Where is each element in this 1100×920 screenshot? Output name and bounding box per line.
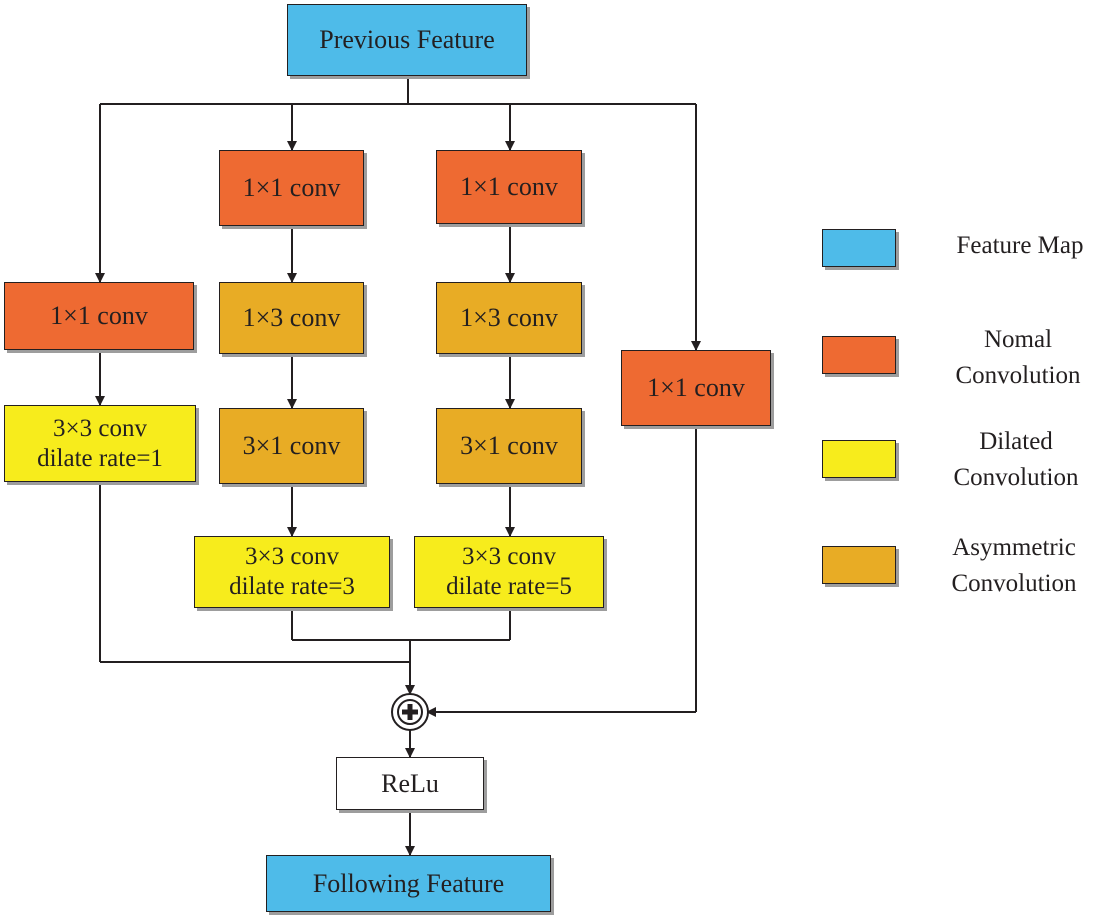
branch3-conv1x1-node: 1×1 conv <box>436 150 582 224</box>
branch2-conv1x1-label: 1×1 conv <box>242 173 341 203</box>
legend-label-normal: Nomal Convolution <box>928 322 1100 394</box>
legend-swatch-asymmetric <box>822 546 896 584</box>
legend-swatch-feature-map <box>822 229 896 267</box>
branch2-conv1x3-node: 1×3 conv <box>219 282 364 354</box>
branch3-dilated-node: 3×3 conv dilate rate=5 <box>414 536 604 608</box>
legend-swatch-dilated <box>822 440 896 478</box>
branch3-conv1x1-label: 1×1 conv <box>460 172 558 202</box>
branch2-dilated-node: 3×3 conv dilate rate=3 <box>194 536 390 608</box>
legend-dilated-line2: Convolution <box>953 464 1079 491</box>
branch1-conv1x1-node: 1×1 conv <box>4 282 194 350</box>
branch3-conv3x1-node: 3×1 conv <box>436 408 582 484</box>
branch3-dilated-label-2: dilate rate=5 <box>446 573 572 600</box>
branch1-dilated-node: 3×3 conv dilate rate=1 <box>4 405 196 482</box>
branch2-conv3x1-label: 3×1 conv <box>242 431 341 461</box>
branch3-dilated-label-1: 3×3 conv <box>462 543 556 570</box>
branch1-dilated-label-1: 3×3 conv <box>53 414 147 442</box>
legend-asymmetric-line2: Convolution <box>951 570 1077 597</box>
following-feature-node: Following Feature <box>266 855 551 912</box>
branch2-conv3x1-node: 3×1 conv <box>219 408 364 484</box>
branch3-conv3x1-label: 3×1 conv <box>460 431 558 461</box>
branch1-conv1x1-label: 1×1 conv <box>50 301 148 331</box>
branch3-conv1x3-label: 1×3 conv <box>460 303 558 333</box>
following-feature-label: Following Feature <box>312 868 505 898</box>
relu-label: ReLu <box>381 768 439 798</box>
legend-dilated-line1: Dilated <box>979 428 1053 455</box>
legend-swatch-normal <box>822 336 896 374</box>
branch2-dilated-label-2: dilate rate=3 <box>229 573 355 600</box>
previous-feature-label: Previous Feature <box>319 25 495 55</box>
legend-label-asymmetric: Asymmetric Convolution <box>924 530 1100 602</box>
branch2-dilated-label-1: 3×3 conv <box>245 543 339 570</box>
relu-node: ReLu <box>336 757 484 810</box>
plus-in-circle-icon <box>391 693 429 731</box>
branch3-conv1x3-node: 1×3 conv <box>436 282 582 354</box>
shortcut-conv1x1-node: 1×1 conv <box>621 350 771 426</box>
legend-label-feature-map: Feature Map <box>930 228 1100 264</box>
branch2-conv1x3-label: 1×3 conv <box>242 303 341 333</box>
previous-feature-node: Previous Feature <box>287 4 527 76</box>
legend-feature-map-line1: Feature Map <box>956 232 1084 259</box>
legend-label-dilated: Dilated Convolution <box>926 424 1100 496</box>
shortcut-conv1x1-label: 1×1 conv <box>647 373 745 403</box>
legend-normal-line1: Nomal <box>983 326 1053 353</box>
branch2-conv1x1-node: 1×1 conv <box>219 150 364 226</box>
legend-asymmetric-line1: Asymmetric <box>952 534 1076 561</box>
legend-normal-line2: Convolution <box>955 362 1081 389</box>
branch1-dilated-label-2: dilate rate=1 <box>37 444 163 472</box>
